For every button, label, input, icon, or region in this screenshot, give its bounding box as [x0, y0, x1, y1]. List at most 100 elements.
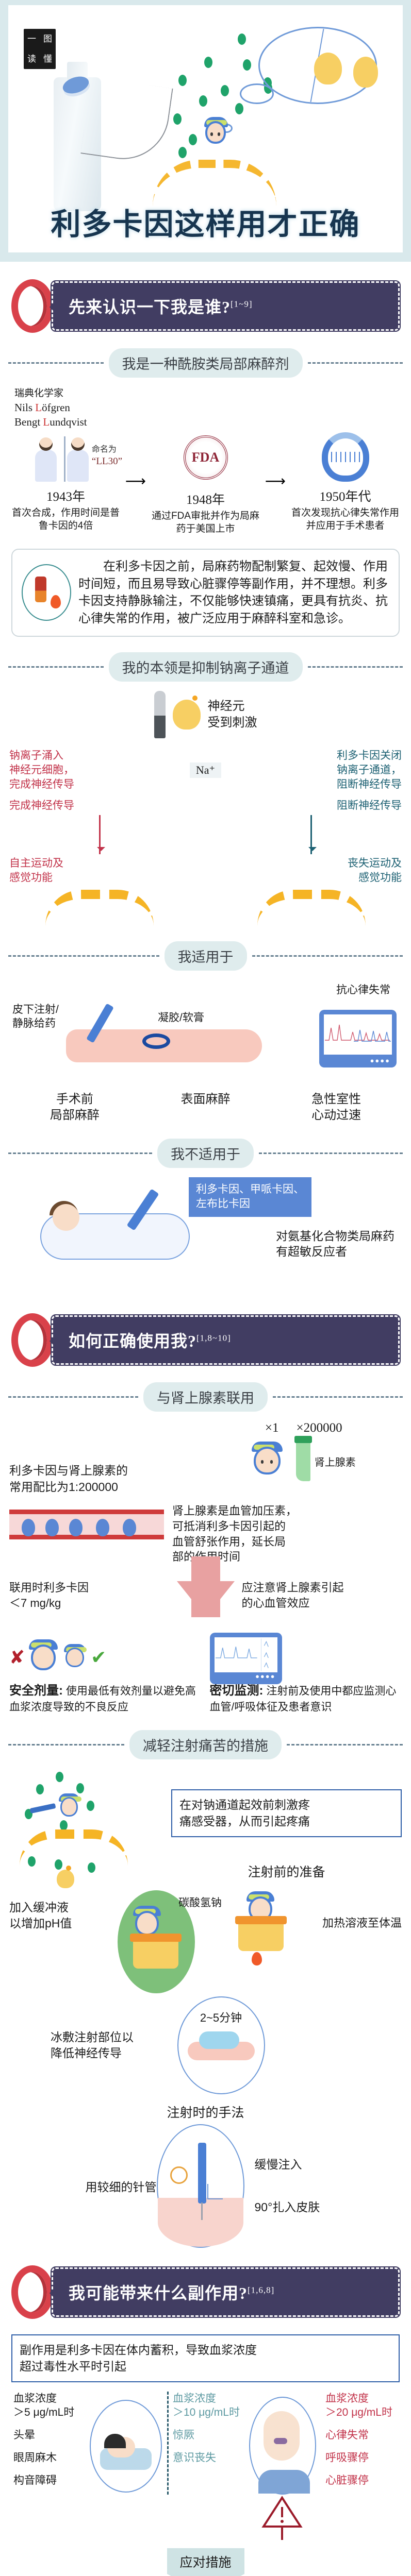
epinephrine-bottom-row: 联用时利多卡因 ＜7 mg/kg 应注意肾上腺素引起 的心血管效应 — [9, 1556, 402, 1618]
conc-1-header-line-2: ＞5 μg/mL时 — [13, 2406, 75, 2418]
pill-label: 减轻注射痛苦的措施 — [129, 1730, 282, 1760]
buffer-illustration: 碳酸氢钠 — [118, 1890, 222, 1994]
safety-row: ✘ ✔ 安全剂量: 使用最低有效剂量以避免高血浆浓度导致的不良反应 — [9, 1633, 402, 1715]
ion-dot — [87, 1801, 94, 1811]
section-ref: [1,6,8] — [248, 2285, 275, 2295]
technique-illustration — [156, 2124, 255, 2248]
ratio-text: 利多卡因与肾上腺素的 常用配比为1:200000 — [9, 1421, 206, 1495]
mascot-head-icon — [135, 1911, 159, 1936]
dose-line-2: ＜7 mg/kg — [9, 1597, 61, 1610]
lidocaine-mascot — [251, 1440, 285, 1482]
branch-left-line-1: 钠离子涌入 — [9, 749, 63, 761]
epi-desc-line-1: 肾上腺素是血管加压素， — [172, 1504, 298, 1518]
ion-dot — [204, 57, 212, 68]
scientists-icon — [35, 432, 97, 482]
scientists-illustration: 命名为 “LL30” — [8, 432, 123, 489]
outcome-right-result-2: 感觉功能 — [358, 872, 402, 884]
cell-icon — [123, 1519, 136, 1537]
name1-post: öfgren — [42, 401, 70, 414]
scientist-figure — [35, 437, 57, 482]
section-title-text: 先来认识一下我是谁? — [69, 298, 231, 316]
concentration-table: 血浆浓度 ＞5 μg/mL时 头晕 眼周麻木 构音障碍 血浆浓度 ＞10 μg/… — [9, 2391, 402, 2495]
conc-1-item: 头晕 — [13, 2429, 35, 2442]
ratio-icons: 肾上腺素 — [206, 1436, 402, 1482]
ion-dot — [60, 1820, 68, 1831]
outcome-left: 完成神经传导 自主运动及 感觉功能 — [9, 799, 190, 926]
down-arrow-icon — [96, 815, 105, 854]
fire-extinguisher-icon — [35, 577, 46, 603]
ice-line-2: 降低神经传导 — [51, 2046, 122, 2060]
timeline-text: 通过FDA审批并作为局麻药于美国上市 — [151, 510, 259, 534]
section-title-text: 我可能带来什么副作用? — [69, 2284, 248, 2303]
conc-3-header: 血浆浓度 ＞20 μg/mL时 — [325, 2392, 398, 2420]
severe-oval — [249, 2396, 316, 2495]
bicarbonate-label: 碳酸氢钠 — [178, 1897, 222, 1909]
ice-label: 冰敷注射部位以 降低神经传导 — [9, 2029, 177, 2061]
pill-label: 我的本领是抑制钠离子通道 — [108, 652, 303, 682]
hero-banner: 一 图 读 懂 — [0, 0, 411, 262]
timeline-text: 首次发现抗心律失常作用并应用于手术患者 — [291, 507, 399, 531]
ratio-line-1: 利多卡因与肾上腺素的 — [9, 1464, 128, 1478]
topical-label: 凝胶/软膏 — [158, 1011, 204, 1024]
conc-1-header: 血浆浓度 ＞5 μg/mL时 — [13, 2392, 86, 2420]
patient-head-icon — [53, 1204, 79, 1231]
drug-list-line-1: 利多卡因、甲哌卡因、 — [196, 1183, 304, 1196]
dash-line-right — [307, 362, 403, 364]
buffer-mascot — [133, 1905, 162, 1937]
section-header-2: 如何正确使用我?[1,8~10] — [11, 1313, 401, 1367]
down-arrow-icon — [308, 815, 317, 854]
dose-line-1: 联用时利多卡因 — [9, 1581, 89, 1595]
monitoring-block: ●●●● 密切监测: 注射前及使用中都应监测心血管/呼吸体征及患者意识 — [209, 1633, 402, 1715]
beaker-icon — [235, 1916, 287, 1952]
hypersensitivity-note: 对氨基化合物类局麻药 有超敏反应者 — [276, 1229, 394, 1260]
angle-marker-icon — [207, 2184, 223, 2200]
ion-dot — [189, 134, 197, 145]
injection-route-line-2: 静脉给药 — [12, 1017, 56, 1029]
ion-dot — [199, 95, 207, 107]
drug-list-chip-wrap: 利多卡因、甲哌卡因、 左布比卡因 — [189, 1177, 311, 1217]
dash-line-left — [8, 1744, 124, 1746]
section-title-bar: 先来认识一下我是谁?[1~9] — [50, 280, 401, 332]
fda-illustration: FDA — [148, 435, 263, 492]
conc-2-item: 意识丧失 — [173, 2452, 216, 2464]
cell-icon — [69, 1519, 83, 1537]
name2-initial: L — [43, 415, 50, 428]
ion-dot — [243, 59, 251, 71]
lipid-bilayer-icon — [45, 889, 154, 926]
multiplier-row: ×1 ×200000 — [206, 1421, 402, 1435]
epinephrine-block: 利多卡因与肾上腺素的 常用配比为1:200000 ×1 ×200000 — [9, 1421, 402, 1618]
timeline-item-1: 命名为 “LL30” 1943年 首次合成，作用时间是普鲁卡因的4倍 — [8, 432, 123, 532]
ion-dot — [28, 1856, 36, 1867]
discoverers-country: 瑞典化学家 — [14, 388, 64, 399]
subsection-pill-4: 我不适用于 — [8, 1139, 403, 1168]
monitoring-label: 密切监测: — [209, 1684, 264, 1698]
discoverer-name-1: Nils Löfgren — [14, 400, 397, 415]
stamp-char-2: 图 — [43, 34, 52, 44]
name2-pre: Bengt — [14, 415, 43, 428]
dash-line-right — [259, 1153, 403, 1155]
no-entry-icon — [170, 2166, 188, 2184]
ice-line-1: 冰敷注射部位以 — [51, 2030, 134, 2044]
ion-dot — [178, 147, 187, 158]
cell-icon — [45, 1519, 59, 1537]
pain-cause-box: 在对钠通道起效前刺激疼 痛感受器，从而引起疼痛 — [171, 1789, 402, 1837]
dash-line-right — [252, 955, 403, 957]
section-header-3: 我可能带来什么副作用?[1,6,8] — [11, 2265, 401, 2319]
outcome-right-arrow-label: 阻断神经传导 — [337, 799, 402, 811]
prep-row: 加入缓冲液 以增加pH值 碳酸氢钠 加热溶液至体温 — [9, 1890, 402, 1994]
heart-icon — [321, 432, 369, 482]
stamp-char-4: 懂 — [43, 54, 52, 64]
caution-line-1: 应注意肾上腺素引起 — [241, 1581, 344, 1595]
ecg-screen — [214, 1637, 277, 1673]
flame-icon — [51, 595, 61, 609]
angle-label: 90°扎入皮肤 — [254, 2200, 320, 2214]
safe-dose-detail: 使用最低有效剂量以避免高血浆浓度导致的不良反应 — [9, 1685, 196, 1713]
indication-3-line-2: 心动过速 — [311, 1108, 361, 1122]
dash-line-right — [273, 1396, 403, 1398]
green-oval-bg — [118, 1890, 195, 1994]
neuron-mascot-icon — [57, 1866, 74, 1889]
down-arrow-icon — [176, 1556, 235, 1618]
section-title-bar: 我可能带来什么副作用?[1,6,8] — [50, 2266, 401, 2318]
branch-left-line-2: 神经元细胞， — [9, 764, 74, 776]
buffer-line-1: 加入缓冲液 — [9, 1901, 69, 1914]
